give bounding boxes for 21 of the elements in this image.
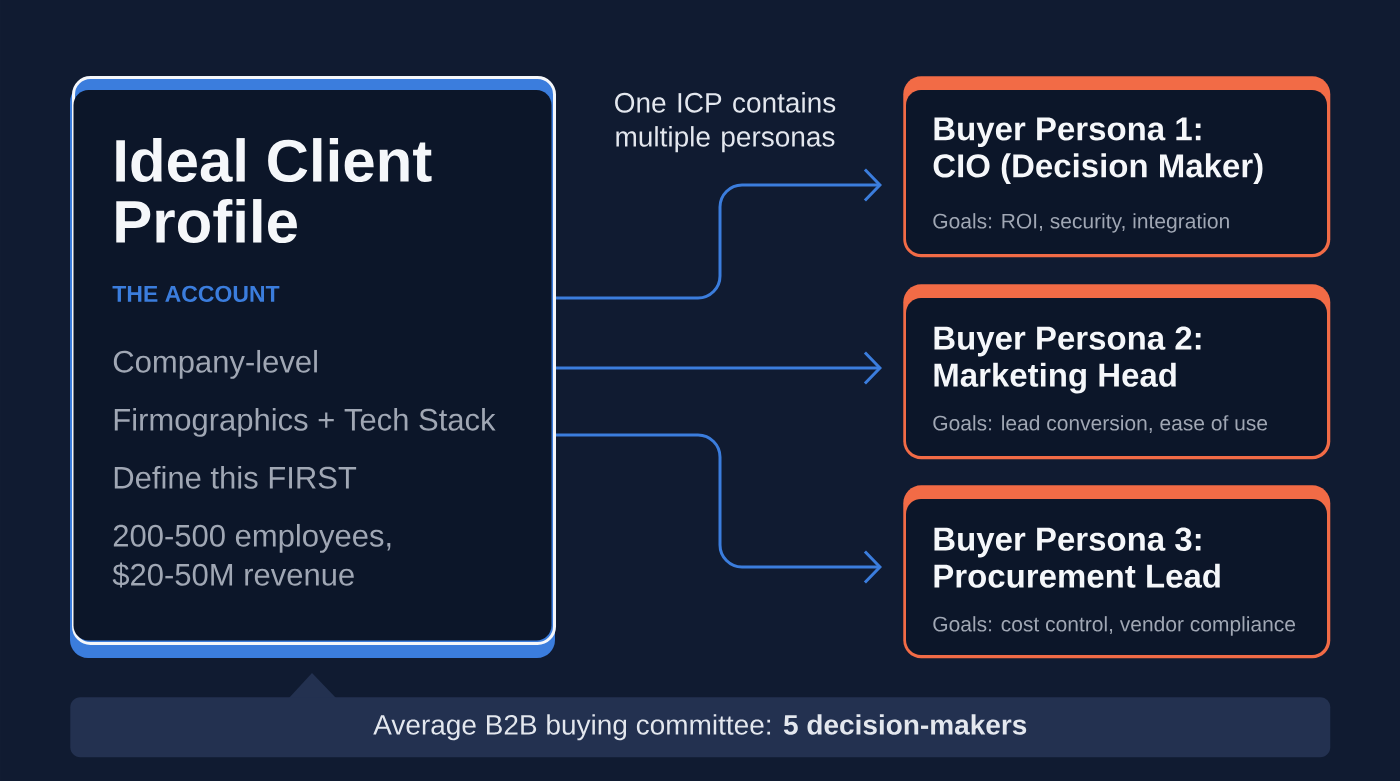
callout-banner: Average B2B buying committee: 5 decision-makers xyxy=(70,673,1331,758)
persona-card xyxy=(903,284,1331,460)
section-label: THE ACCOUNT xyxy=(112,285,280,302)
annotation-text: One ICP contains multiple personas xyxy=(615,92,836,153)
goal-text: Goals: ROI, security, integration xyxy=(933,213,1229,233)
detail-text: Define this FIRST xyxy=(114,465,357,489)
profile-card xyxy=(70,76,556,658)
arrow xyxy=(556,351,882,385)
persona-card xyxy=(903,76,1331,258)
detail-text: Company-level xyxy=(113,349,317,379)
goal-text: Goals: cost control, vendor compliance xyxy=(933,616,1296,636)
card-title: Buyer Persona 2: Marketing Head xyxy=(934,326,1201,394)
persona-card xyxy=(903,485,1331,659)
arrow xyxy=(556,168,882,300)
arrow xyxy=(556,433,882,584)
card-title: Buyer Persona 3: Procurement Lead xyxy=(934,527,1220,588)
goal-text: Goals: lead conversion, ease of use xyxy=(933,415,1268,434)
detail-text: 200-500 employees, $20-50M revenue xyxy=(112,523,391,588)
card-title: Buyer Persona 1: CIO (Decision Maker) xyxy=(933,117,1263,185)
detail-text: Firmographics + Tech Stack xyxy=(114,407,496,437)
card-title: Ideal Client Profile xyxy=(116,138,432,244)
